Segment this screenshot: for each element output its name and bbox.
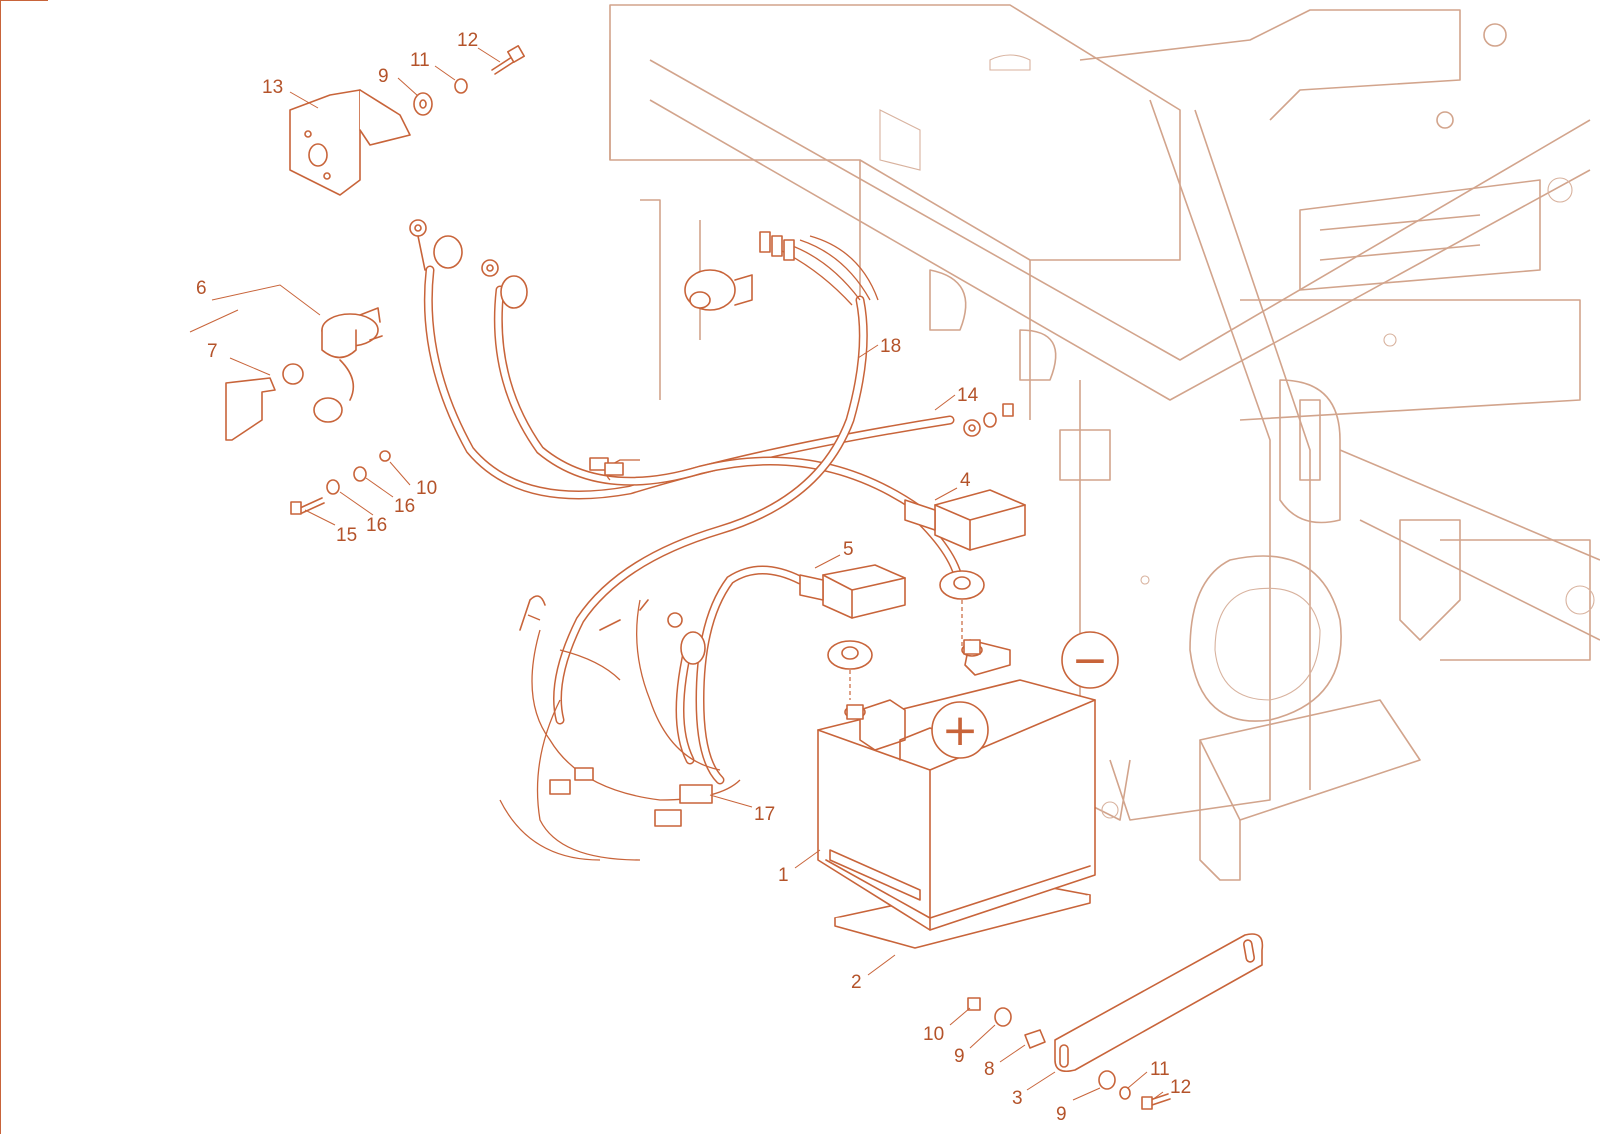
ignition-switch-part-6 [313,307,383,423]
terminal-cover-part-5 [799,564,906,619]
callout-7: 7 [207,341,218,362]
callout-1: 1 [778,865,789,886]
callout-16-b: 16 [366,515,387,536]
callout-4: 4 [960,470,971,491]
callout-14: 14 [957,385,979,406]
callout-17: 17 [754,804,775,825]
terminal-clamp-negative [939,570,985,650]
callout-12-bottom: 12 [1170,1077,1191,1098]
vehicle-frame [609,4,1600,881]
callout-18: 18 [880,336,901,357]
callout-5: 5 [843,539,854,560]
callouts: 13 9 11 12 6 7 10 16 16 15 18 14 4 5 17 … [196,30,1191,1125]
callout-11-top: 11 [410,50,430,71]
callout-10-left: 10 [416,478,437,499]
terminal-clamp-positive [827,640,873,700]
callout-16-a: 16 [394,496,415,517]
leader-lines [189,47,1164,1101]
callout-9-bottom-a: 9 [954,1046,965,1067]
positive-symbol: + [931,701,989,759]
callout-11-bottom: 11 [1150,1059,1170,1080]
callout-9-top: 9 [378,66,389,87]
callout-2: 2 [851,972,862,993]
bolt-part-12-top [491,45,525,75]
callout-8: 8 [984,1059,995,1080]
callout-6: 6 [196,278,207,299]
negative-symbol: − [1061,631,1119,689]
callout-15: 15 [336,525,357,546]
key-switch-on-frame [684,269,753,311]
callout-13: 13 [262,77,283,98]
hardware-10-16-15-left [290,450,391,515]
wiring-harness [499,231,879,861]
callout-12-top: 12 [457,30,478,51]
battery-part-1 [817,639,1096,931]
hold-down-strap-part-3 [1054,933,1264,1073]
key-part-7 [225,363,304,441]
callout-3: 3 [1012,1088,1023,1109]
washer-part-9-top [413,92,433,116]
callout-10-bottom: 10 [923,1024,944,1045]
ring-terminals [409,219,1014,665]
terminal-cover-part-4 [904,489,1026,551]
bracket-part-13 [289,89,411,196]
positive-sign: + [942,705,979,756]
washer-part-11-top [454,78,468,94]
callout-9-bottom-b: 9 [1056,1104,1067,1125]
negative-sign: − [1072,635,1109,686]
